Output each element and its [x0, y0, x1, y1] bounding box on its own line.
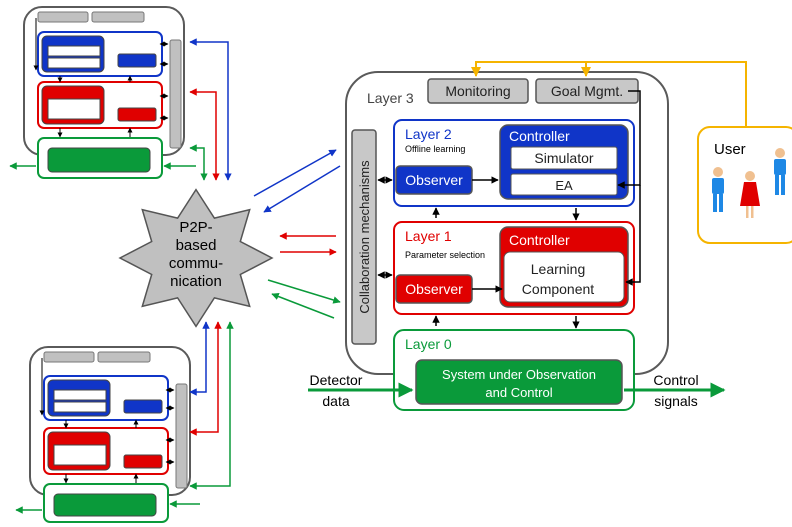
detector-label-1: Detector	[310, 372, 363, 388]
main-architecture: Layer 3 Monitoring Goal Mgmt. Collaborat…	[308, 71, 726, 411]
person-icon	[740, 171, 760, 218]
layer0-title: Layer 0	[405, 336, 452, 352]
mini-suoc	[53, 493, 157, 517]
mini-system-top	[9, 6, 196, 179]
layer1-controller-label: Controller	[509, 232, 570, 248]
collaboration-label: Collaboration mechanisms	[357, 160, 372, 314]
collaboration-bar	[351, 129, 377, 345]
p2p-star-shape	[118, 188, 274, 328]
suoc-box	[415, 359, 623, 405]
user-label: User	[714, 141, 746, 158]
mini-collab-bar	[169, 39, 182, 149]
mini-layer2-observer	[117, 53, 157, 68]
mini-system-bottom	[15, 346, 200, 523]
ea-box	[510, 173, 618, 196]
layer2-observer-label: Observer	[405, 172, 463, 188]
mini-ea	[47, 57, 101, 69]
layer3-title: Layer 3	[367, 90, 414, 106]
mini-goal-box	[91, 11, 145, 23]
main-internal-arrows	[377, 90, 641, 329]
learning-label-2: Component	[522, 281, 594, 297]
mini-suoc	[47, 147, 151, 173]
mini-layer2-observer	[123, 399, 163, 414]
simulator-label: Simulator	[534, 150, 593, 166]
p2p-collab-arrows	[253, 149, 341, 319]
layer1-subtitle: Parameter selection	[405, 250, 485, 260]
person-icon	[712, 167, 724, 212]
goal-mgmt-label: Goal Mgmt.	[551, 83, 623, 99]
learning-label-1: Learning	[531, 261, 586, 277]
p2p-node: P2P- based commu- nication	[118, 188, 274, 328]
mini-sim	[47, 45, 101, 57]
p2p-label-2: based	[176, 237, 217, 254]
user-link	[471, 61, 747, 127]
monitoring-box	[427, 78, 529, 104]
suoc-label-1: System under Observation	[442, 367, 596, 382]
p2p-label-3: commu-	[169, 255, 223, 272]
mini-layer1-observer	[123, 454, 163, 469]
mini-learning	[47, 98, 101, 120]
layer1-observer-label: Observer	[405, 281, 463, 297]
ea-label: EA	[555, 178, 573, 193]
mini-ea	[53, 401, 107, 413]
mini-layer1-observer	[117, 107, 157, 122]
mini-learning	[53, 444, 107, 466]
mini-internal-arrows	[39, 358, 175, 484]
monitoring-label: Monitoring	[445, 83, 510, 99]
mini-monitor-box	[37, 11, 89, 23]
suoc-label-2: and Control	[485, 385, 552, 400]
control-label-1: Control	[653, 372, 698, 388]
detector-label-2: data	[322, 393, 349, 409]
mini-internal-arrows	[33, 18, 169, 138]
p2p-label-4: nication	[170, 273, 222, 290]
mini-collab-bar	[175, 383, 188, 489]
user-panel: User	[697, 126, 792, 244]
layer2-controller-label: Controller	[509, 128, 570, 144]
layer2-title: Layer 2	[405, 126, 452, 142]
mini-sim	[53, 389, 107, 401]
layer1-title: Layer 1	[405, 228, 452, 244]
layer2-subtitle: Offline learning	[405, 144, 465, 154]
p2p-label-1: P2P-	[179, 219, 212, 236]
mini-goal-box	[97, 351, 151, 363]
mini-monitor-box	[43, 351, 95, 363]
simulator-box	[510, 146, 618, 170]
person-icon	[774, 148, 786, 195]
mini-top-links	[189, 38, 232, 181]
mini-bottom-links	[189, 321, 234, 490]
control-label-2: signals	[654, 393, 698, 409]
learning-component-box	[503, 251, 625, 303]
